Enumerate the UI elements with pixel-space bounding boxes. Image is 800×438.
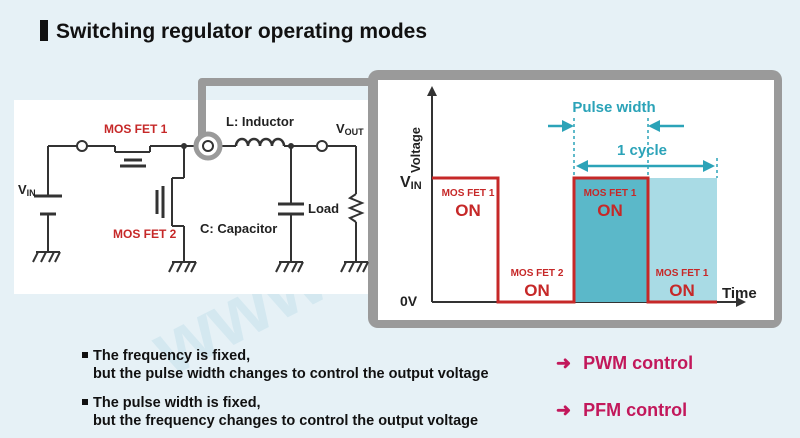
svg-text:MOS FET 2: MOS FET 2 xyxy=(511,268,564,279)
svg-text:ON: ON xyxy=(455,201,481,220)
pulse-width-arrows xyxy=(548,120,684,132)
cycle-label: 1 cycle xyxy=(617,142,667,159)
capacitor-label: C: Capacitor xyxy=(200,221,277,236)
guide-lines xyxy=(573,118,718,178)
svg-text:MOS FET 1: MOS FET 1 xyxy=(442,188,495,199)
title-text: Switching regulator operating modes xyxy=(56,20,428,43)
title-bar-icon xyxy=(40,20,48,41)
y-axis-label: Voltage xyxy=(408,127,423,173)
mosfet1-label: MOS FET 1 xyxy=(104,122,168,136)
svg-text:ON: ON xyxy=(524,281,550,300)
zero-level-label: 0V xyxy=(400,293,418,309)
terminal-icon xyxy=(76,140,88,152)
load-label: Load xyxy=(308,201,339,216)
page-title: Switching regulator operating modes xyxy=(40,20,427,44)
waveform-line xyxy=(432,176,717,304)
note-pfm: The pulse width is fixed, but the freque… xyxy=(82,394,478,430)
pulse-label-2: MOS FET 2 ON xyxy=(511,268,564,300)
arrow-right-icon: ➜ xyxy=(556,353,572,373)
pulse-label-3: MOS FET 1 ON xyxy=(584,188,637,220)
svg-text:ON: ON xyxy=(669,281,695,300)
pulse-label-1: MOS FET 1 ON xyxy=(442,188,495,220)
bullet-icon xyxy=(82,352,88,358)
svg-text:MOS FET 1: MOS FET 1 xyxy=(656,268,709,279)
inductor-label: L: Inductor xyxy=(226,114,294,129)
cycle-arrow xyxy=(576,160,715,172)
ground-icon xyxy=(32,251,369,273)
note-pwm: The frequency is fixed, but the pulse wi… xyxy=(82,347,489,383)
pulse-fill-1 xyxy=(574,178,648,302)
pulse-label-4: MOS FET 1 ON xyxy=(656,268,709,300)
vout-label: VOUT xyxy=(336,121,364,137)
pfm-control-label: ➜PFM control xyxy=(556,400,688,420)
circuit xyxy=(47,137,365,262)
svg-text:MOS FET 1: MOS FET 1 xyxy=(584,188,637,199)
vin-level-label: VIN xyxy=(400,174,422,192)
circuit-panel xyxy=(14,100,372,294)
pulse-fill-2 xyxy=(648,178,717,302)
vout-terminal-icon xyxy=(316,140,328,152)
pulse-width-label: Pulse width xyxy=(572,99,655,116)
bullet-icon xyxy=(82,399,88,405)
probe-connector xyxy=(198,78,370,136)
pwm-control-label: ➜PWM control xyxy=(556,353,694,373)
svg-text:ON: ON xyxy=(597,201,623,220)
x-axis-label: Time xyxy=(722,285,757,302)
vin-label: VIN xyxy=(18,182,36,198)
arrow-right-icon: ➜ xyxy=(556,400,572,420)
mosfet2-label: MOS FET 2 xyxy=(113,227,177,241)
